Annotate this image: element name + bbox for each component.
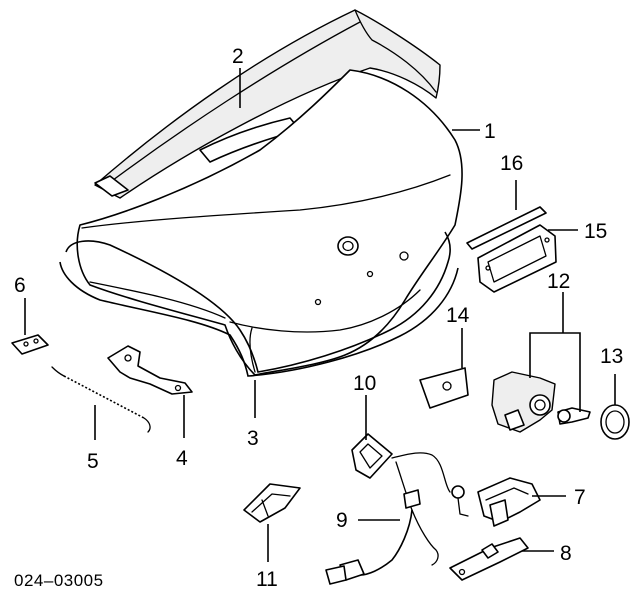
- callout-16: 16: [500, 152, 523, 175]
- callout-15: 15: [584, 220, 607, 243]
- part-1-trunk-lid: [76, 69, 463, 376]
- part-9-cable: [325, 452, 469, 585]
- part-14-bracket: [419, 367, 469, 409]
- part-11-clip: [243, 483, 301, 523]
- leader-lines: [24, 68, 616, 562]
- callout-3: 3: [247, 427, 259, 450]
- part-4-hinge: [107, 345, 193, 395]
- part-13-ring: [600, 404, 630, 440]
- part-16-strip: [466, 206, 547, 250]
- callout-11: 11: [256, 568, 278, 591]
- part-6-plate: [11, 334, 49, 355]
- callout-7: 7: [574, 486, 586, 509]
- part-12-lock: [491, 371, 591, 433]
- callout-8: 8: [560, 542, 572, 565]
- callout-13: 13: [600, 345, 623, 368]
- callout-1: 1: [484, 120, 496, 143]
- part-3-seal: [59, 231, 459, 377]
- callout-14: 14: [446, 304, 470, 327]
- part-15-light: [477, 224, 557, 293]
- callout-12: 12: [547, 270, 570, 293]
- callout-6: 6: [14, 274, 26, 297]
- diagram-code: 024–03005: [14, 571, 104, 590]
- part-7-latch: [477, 477, 541, 527]
- part-5-spring: [51, 366, 151, 433]
- callout-4: 4: [176, 447, 188, 470]
- part-2-spoiler: [94, 9, 441, 199]
- callout-10: 10: [353, 372, 376, 395]
- callout-5: 5: [87, 450, 99, 473]
- part-10-handle: [351, 433, 393, 479]
- callout-2: 2: [232, 45, 244, 68]
- callout-9: 9: [336, 509, 348, 532]
- part-8-bracket: [449, 537, 529, 581]
